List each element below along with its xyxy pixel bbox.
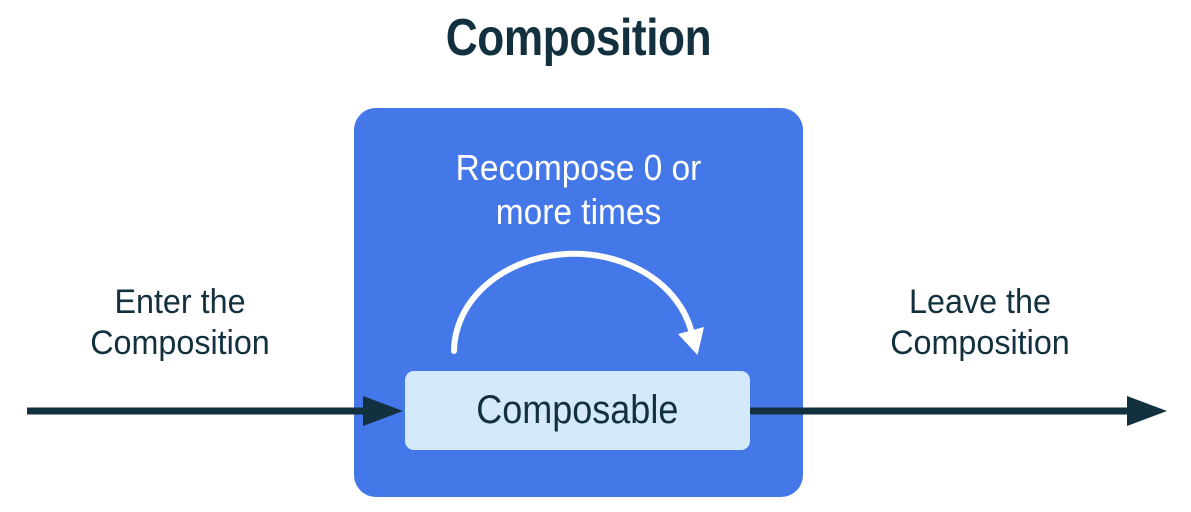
recompose-label-line1: Recompose 0 or: [455, 147, 702, 188]
enter-label-line1: Enter the: [114, 283, 246, 321]
diagram-title: Composition: [445, 9, 712, 67]
enter-composition-label: Enter the Composition: [28, 282, 332, 364]
leave-arrow-icon: [750, 396, 1167, 426]
leave-label-line1: Leave the: [909, 283, 1051, 321]
composable-node-label: Composable: [476, 388, 679, 432]
composable-node: Composable: [405, 371, 750, 450]
recompose-label: Recompose 0 or more times: [370, 146, 788, 234]
leave-composition-label: Leave the Composition: [828, 282, 1132, 364]
recompose-label-line2: more times: [495, 191, 662, 232]
enter-label-line2: Composition: [90, 324, 270, 362]
leave-label-line2: Composition: [890, 324, 1070, 362]
enter-arrow-icon: [27, 396, 403, 426]
